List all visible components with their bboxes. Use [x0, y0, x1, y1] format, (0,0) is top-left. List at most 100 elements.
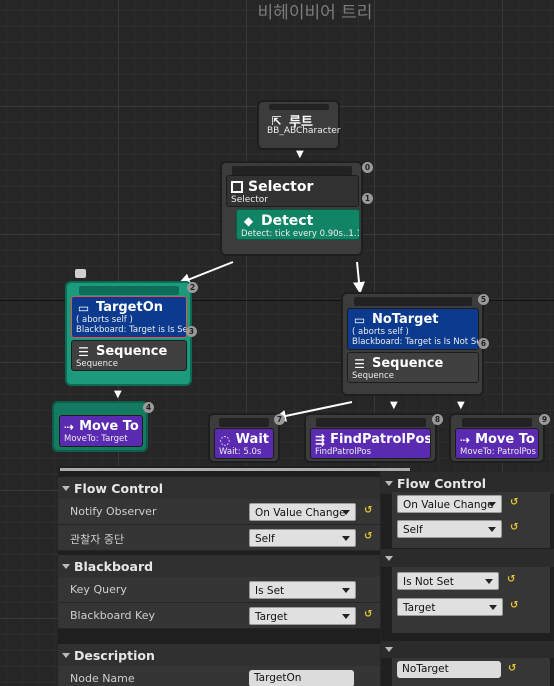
- key-query-combo[interactable]: Is Set: [249, 581, 356, 599]
- findpatrol-index-badge: 8: [432, 414, 443, 425]
- connection-wires: [178, 261, 365, 422]
- collapse-arrow-icon-2: [62, 563, 70, 569]
- decorator-icon-2: ▭: [353, 312, 366, 327]
- selector-index-badge: 0: [362, 162, 373, 173]
- collapse-arrow-icon: [62, 485, 70, 491]
- node-name-input[interactable]: TargetOn: [249, 670, 354, 686]
- moveto-patrol-node[interactable]: ⇢ Move To MoveTo: PatrolPos: [449, 413, 545, 463]
- detect-service[interactable]: ◆ Detect Detect: tick every 0.90s..1.10s: [236, 209, 360, 240]
- observer-aborts-row: 관찰자 중단 Self ↺: [58, 525, 380, 551]
- right-blackboard-header[interactable]: [381, 549, 554, 567]
- targeton-node[interactable]: ▭ TargetOn ( aborts self ) Blackboard: T…: [65, 281, 192, 386]
- right-description-header[interactable]: [381, 641, 554, 658]
- moveto-target-subtitle: MoveTo: Target: [64, 434, 128, 444]
- notarget-sequence[interactable]: ☰ Sequence Sequence: [347, 352, 479, 383]
- wire-selector-to-notarget: [353, 261, 365, 294]
- blackboard-header[interactable]: Blackboard: [58, 555, 380, 577]
- notarget-seq-title: Sequence: [372, 356, 444, 371]
- selector-node[interactable]: Selector Selector ◆ Detect Detect: tick …: [220, 161, 363, 256]
- observer-aborts-label: 관찰자 중단: [70, 533, 125, 546]
- root-icon: ⇱: [271, 113, 282, 128]
- collapse-arrow-icon-4: [385, 480, 393, 486]
- root-output-arrow-icon: ▼: [296, 149, 304, 160]
- right-reset-arrow-icon-2[interactable]: ↺: [510, 522, 519, 533]
- notarget-line2: Blackboard: Target is Is Not Set: [352, 337, 478, 347]
- collapse-arrow-icon-6: [385, 647, 393, 652]
- service-icon: ◆: [243, 214, 254, 228]
- right-blackboard-key-combo[interactable]: Target: [397, 598, 503, 616]
- right-key-query-combo[interactable]: Is Not Set: [397, 572, 499, 590]
- collapse-arrow-icon-3: [62, 652, 70, 658]
- node-name-label: Node Name: [70, 672, 135, 685]
- right-reset-arrow-icon-3[interactable]: ↺: [507, 574, 516, 585]
- key-query-label: Key Query: [70, 583, 127, 596]
- sequence-icon-2: ☰: [354, 356, 365, 371]
- right-flow-control-header[interactable]: Flow Control: [381, 472, 554, 494]
- detect-subtitle: Detect: tick every 0.90s..1.10s: [241, 229, 359, 239]
- reset-arrow-icon[interactable]: ↺: [364, 505, 373, 516]
- notarget-output-arrow-1-icon: ▼: [390, 400, 398, 411]
- notarget-index-badge: 5: [478, 294, 489, 305]
- targeton-sequence[interactable]: ☰ Sequence Sequence: [71, 340, 187, 371]
- graph-divider: [0, 300, 554, 301]
- sequence-icon: ☰: [78, 344, 89, 359]
- right-observer-aborts-combo[interactable]: Self: [397, 520, 502, 538]
- notify-observer-row: Notify Observer On Value Change ↺: [58, 499, 380, 525]
- right-node-name-input[interactable]: NoTarget: [397, 661, 501, 678]
- selector-subtitle: Selector: [231, 195, 268, 205]
- root-node[interactable]: ⇱ 루트 BB_ABCharacter: [257, 100, 340, 150]
- targeton-decorator[interactable]: ▭ TargetOn ( aborts self ) Blackboard: T…: [71, 296, 187, 338]
- moveto-icon-2: ⇢: [460, 432, 471, 447]
- blackboard-key-label: Blackboard Key: [70, 609, 155, 622]
- findpatrol-title: FindPatrolPos: [330, 432, 431, 447]
- moveto-target-index-badge: 4: [143, 402, 154, 413]
- reset-arrow-icon-3[interactable]: ↺: [364, 609, 373, 620]
- targeton-seq-subtitle: Sequence: [76, 359, 118, 369]
- root-title: 루트: [289, 115, 313, 130]
- findpatrol-subtitle: FindPatrolPos: [315, 447, 372, 457]
- moveto-icon: ⇢: [64, 419, 75, 434]
- notify-observer-label: Notify Observer: [70, 505, 157, 518]
- blackboard-key-combo[interactable]: Target: [249, 607, 356, 625]
- flow-control-header[interactable]: Flow Control: [58, 477, 380, 499]
- right-reset-arrow-icon-5[interactable]: ↺: [508, 663, 517, 674]
- notarget-node[interactable]: ▭ NoTarget ( aborts self ) Blackboard: T…: [341, 292, 484, 396]
- observer-aborts-combo[interactable]: Self: [249, 529, 356, 547]
- targeton-decorator-index-badge: 3: [186, 326, 197, 337]
- right-reset-arrow-icon-4[interactable]: ↺: [510, 600, 519, 611]
- right-notify-observer-combo[interactable]: On Value Change: [397, 495, 502, 513]
- graph-title: 비헤이비어 트리: [257, 3, 373, 23]
- wait-node[interactable]: ◌ Wait Wait: 5.0s: [208, 413, 280, 463]
- moveto-target-node[interactable]: ⇢ Move To MoveTo: Target: [52, 401, 148, 452]
- task-icon: ⇶: [315, 432, 326, 447]
- targeton-line2: Blackboard: Target is Is Set: [76, 325, 186, 335]
- targeton-title: TargetOn: [96, 300, 164, 315]
- findpatrolpos-node[interactable]: ⇶ FindPatrolPos FindPatrolPos: [304, 413, 437, 463]
- root-subtitle: BB_ABCharacter: [267, 126, 341, 136]
- decorator-icon: ▭: [77, 300, 90, 315]
- notarget-decorator-index-badge: 6: [478, 338, 489, 349]
- reset-arrow-icon-2[interactable]: ↺: [364, 531, 373, 542]
- targeton-index-badge: 2: [187, 282, 198, 293]
- wire-seq-to-wait: [274, 401, 353, 422]
- targeton-output-arrow-icon: ▼: [114, 389, 122, 400]
- wire-selector-to-targeton: [178, 261, 234, 285]
- right-reset-arrow-icon[interactable]: ↺: [510, 497, 519, 508]
- notarget-decorator[interactable]: ▭ NoTarget ( aborts self ) Blackboard: T…: [347, 308, 479, 350]
- targeton-seq-title: Sequence: [96, 344, 168, 359]
- notarget-seq-subtitle: Sequence: [352, 371, 394, 381]
- moveto-patrol-subtitle: MoveTo: PatrolPos: [460, 447, 536, 457]
- notify-observer-combo[interactable]: On Value Change: [249, 503, 356, 521]
- wait-clock-icon: ◌: [219, 432, 231, 447]
- targeton-line1: ( aborts self ): [76, 315, 133, 325]
- comment-bubble-icon: [75, 269, 86, 278]
- notarget-output-arrow-2-icon: ▼: [457, 400, 465, 411]
- detect-title: Detect: [261, 213, 314, 229]
- notarget-title: NoTarget: [372, 312, 439, 327]
- wait-index-badge: 7: [274, 414, 285, 425]
- moveto-patrol-index-badge: 9: [539, 414, 550, 425]
- description-header[interactable]: Description: [58, 644, 380, 666]
- moveto-patrol-title: Move To: [475, 432, 535, 447]
- panel-splitter[interactable]: [60, 468, 410, 471]
- key-query-row: Key Query Is Set: [58, 577, 380, 603]
